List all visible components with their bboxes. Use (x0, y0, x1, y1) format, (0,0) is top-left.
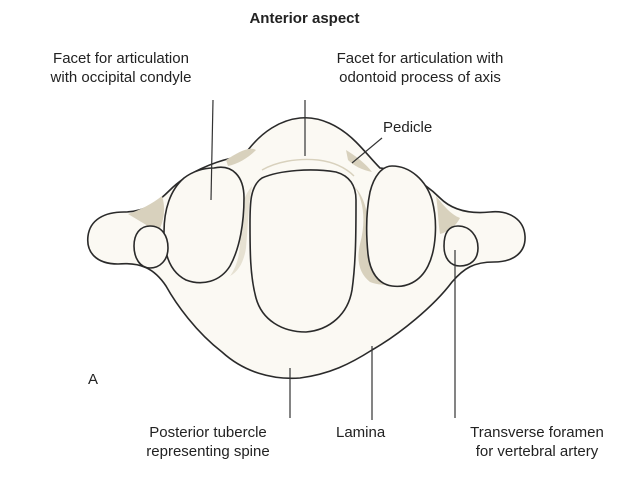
label-posterior-tubercle-line2: representing spine (108, 442, 308, 461)
label-facet-condyle-line1: Facet for articulation (6, 49, 236, 68)
facet-right (367, 166, 436, 286)
label-facet-odontoid-line2: odontoid process of axis (282, 68, 558, 87)
label-posterior-tubercle: Posterior tubercle representing spine (108, 423, 308, 461)
vertebral-foramen (250, 170, 356, 332)
label-transverse-foramen-line2: for vertebral artery (440, 442, 634, 461)
transverse-foramen-right (444, 226, 478, 266)
label-pedicle: Pedicle (383, 118, 432, 137)
label-facet-condyle-line2: with occipital condyle (6, 68, 236, 87)
label-facet-condyle: Facet for articulation with occipital co… (6, 49, 236, 87)
transverse-foramen-left (134, 226, 168, 268)
label-lamina: Lamina (336, 423, 385, 442)
label-posterior-tubercle-line1: Posterior tubercle (108, 423, 308, 442)
label-transverse-foramen: Transverse foramen for vertebral artery (440, 423, 634, 461)
label-transverse-foramen-line1: Transverse foramen (440, 423, 634, 442)
label-facet-odontoid-line1: Facet for articulation with (282, 49, 558, 68)
panel-letter: A (88, 370, 98, 389)
diagram-title: Anterior aspect (222, 9, 387, 28)
label-facet-odontoid: Facet for articulation with odontoid pro… (282, 49, 558, 87)
